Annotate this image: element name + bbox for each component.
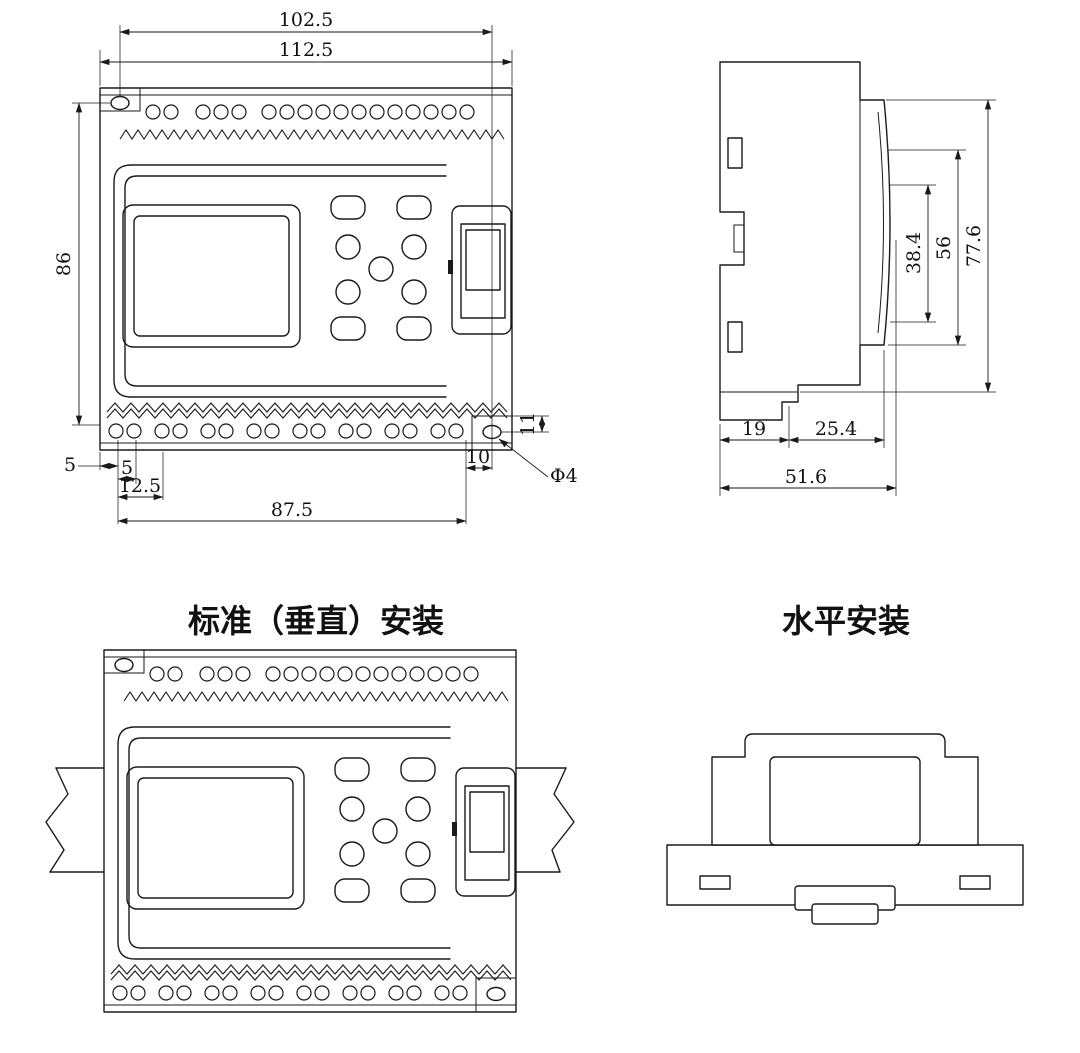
dim-depth-inner-label: 38.4 [903,232,925,274]
expansion-connector [448,205,512,335]
key-top-left [330,195,366,220]
vertical-mount-view [45,649,575,1013]
horizontal-mount-label: 水平安装 [782,602,910,640]
panel-contour-inner [124,175,447,387]
side-profile [719,61,891,421]
dim-width-outer: 112.5 [99,39,513,66]
dim-base-b-label: 25.4 [815,418,857,440]
dim-base-a: 19 [719,418,790,444]
device-face-top [769,756,921,846]
device-body [99,87,513,451]
dim-height-total: 77.6 [963,99,992,393]
dim-hole-offset-y-label: 11 [517,412,539,436]
lcd-bezel [122,204,301,348]
dim-hole-offset-y: 11 [501,412,549,436]
dim-offset-b-label: 5 [121,457,133,479]
dim-terminal-span: 87.5 [117,499,467,525]
dim-base-a-label: 19 [742,418,766,440]
din-rail-right [509,767,575,873]
connector-inner [460,223,506,319]
rail-slot-right [959,875,991,890]
dim-depth-mid: 56 [933,149,962,346]
dim-width-inner-label: 102.5 [279,9,333,31]
face-curve-line [877,111,884,334]
key-top-right [396,195,432,220]
terminal-row-top-c [261,104,475,120]
rail-slot-left [699,875,731,890]
vent-zigzag-top [119,129,505,140]
vent-zigzag-bottom-1 [106,402,508,413]
dim-offset-c: 12.5 [117,475,164,501]
dim-height: 86 [53,102,110,426]
terminal-pair-2 [154,423,188,439]
device-front-view [99,87,513,451]
key-bottom-left [330,316,366,341]
panel-contour-outer [113,164,447,398]
rail-groove-step [733,224,744,253]
dim-height-total-label: 77.6 [963,225,985,267]
side-tab-top [727,137,743,169]
key-bottom-right [396,316,432,341]
dim-width-inner: 102.5 [119,9,493,36]
key-down-right [401,279,427,305]
device-front-mounted [103,649,517,1013]
terminal-row-top-a [145,104,179,120]
terminal-pair-5 [292,423,326,439]
key-center [368,256,394,282]
dim-hole-diameter-label: Φ4 [550,465,578,487]
horizontal-mount-view [666,733,1024,925]
dim-base-b: 25.4 [788,418,885,444]
key-up-left [335,234,361,260]
dim-depth-mid-label: 56 [933,236,955,260]
dim-offset-a: 5 [64,454,119,476]
dim-hole-offset-x: 10 [465,446,493,472]
keypad [330,195,432,341]
bottom-right-tab [471,415,512,450]
vertical-mount-label: 标准（垂直）安装 [188,602,444,640]
terminal-pair-8 [430,423,464,439]
terminal-pair-4 [246,423,280,439]
terminal-pair-6 [338,423,372,439]
dim-offset-c-label: 12.5 [119,475,161,497]
dim-depth-inner: 38.4 [903,184,932,323]
din-rail-left [45,767,111,873]
dim-offset-b: 5 [117,457,137,483]
connector-slot [465,229,501,291]
vent-zigzag-bottom-2 [106,408,508,419]
dim-height-label: 86 [53,252,75,276]
terminal-pair-1 [108,423,142,439]
terminal-pair-3 [200,423,234,439]
dim-terminal-span-label: 87.5 [271,499,313,521]
top-left-tab [100,88,141,112]
terminal-pair-7 [384,423,418,439]
side-view-dimensions: 38.4 56 77.6 19 25.4 51.6 [719,99,996,496]
front-view-dimensions: 102.5 112.5 86 5 5 12.5 [53,9,578,525]
dim-hole-offset-x-label: 10 [466,446,490,468]
lcd-screen [133,215,290,337]
key-down-left [335,279,361,305]
dim-base-total-label: 51.6 [785,466,827,488]
dim-hole-diameter: Φ4 [498,438,578,487]
dim-offset-a-label: 5 [64,454,76,476]
connector-latch [448,260,453,274]
rail-clip-inner [811,903,879,925]
terminal-row-top-b [195,104,247,120]
side-tab-bottom [727,321,743,353]
side-view [719,61,891,421]
key-up-right [401,234,427,260]
dim-width-outer-label: 112.5 [279,39,333,61]
dim-base-total: 51.6 [719,466,897,492]
